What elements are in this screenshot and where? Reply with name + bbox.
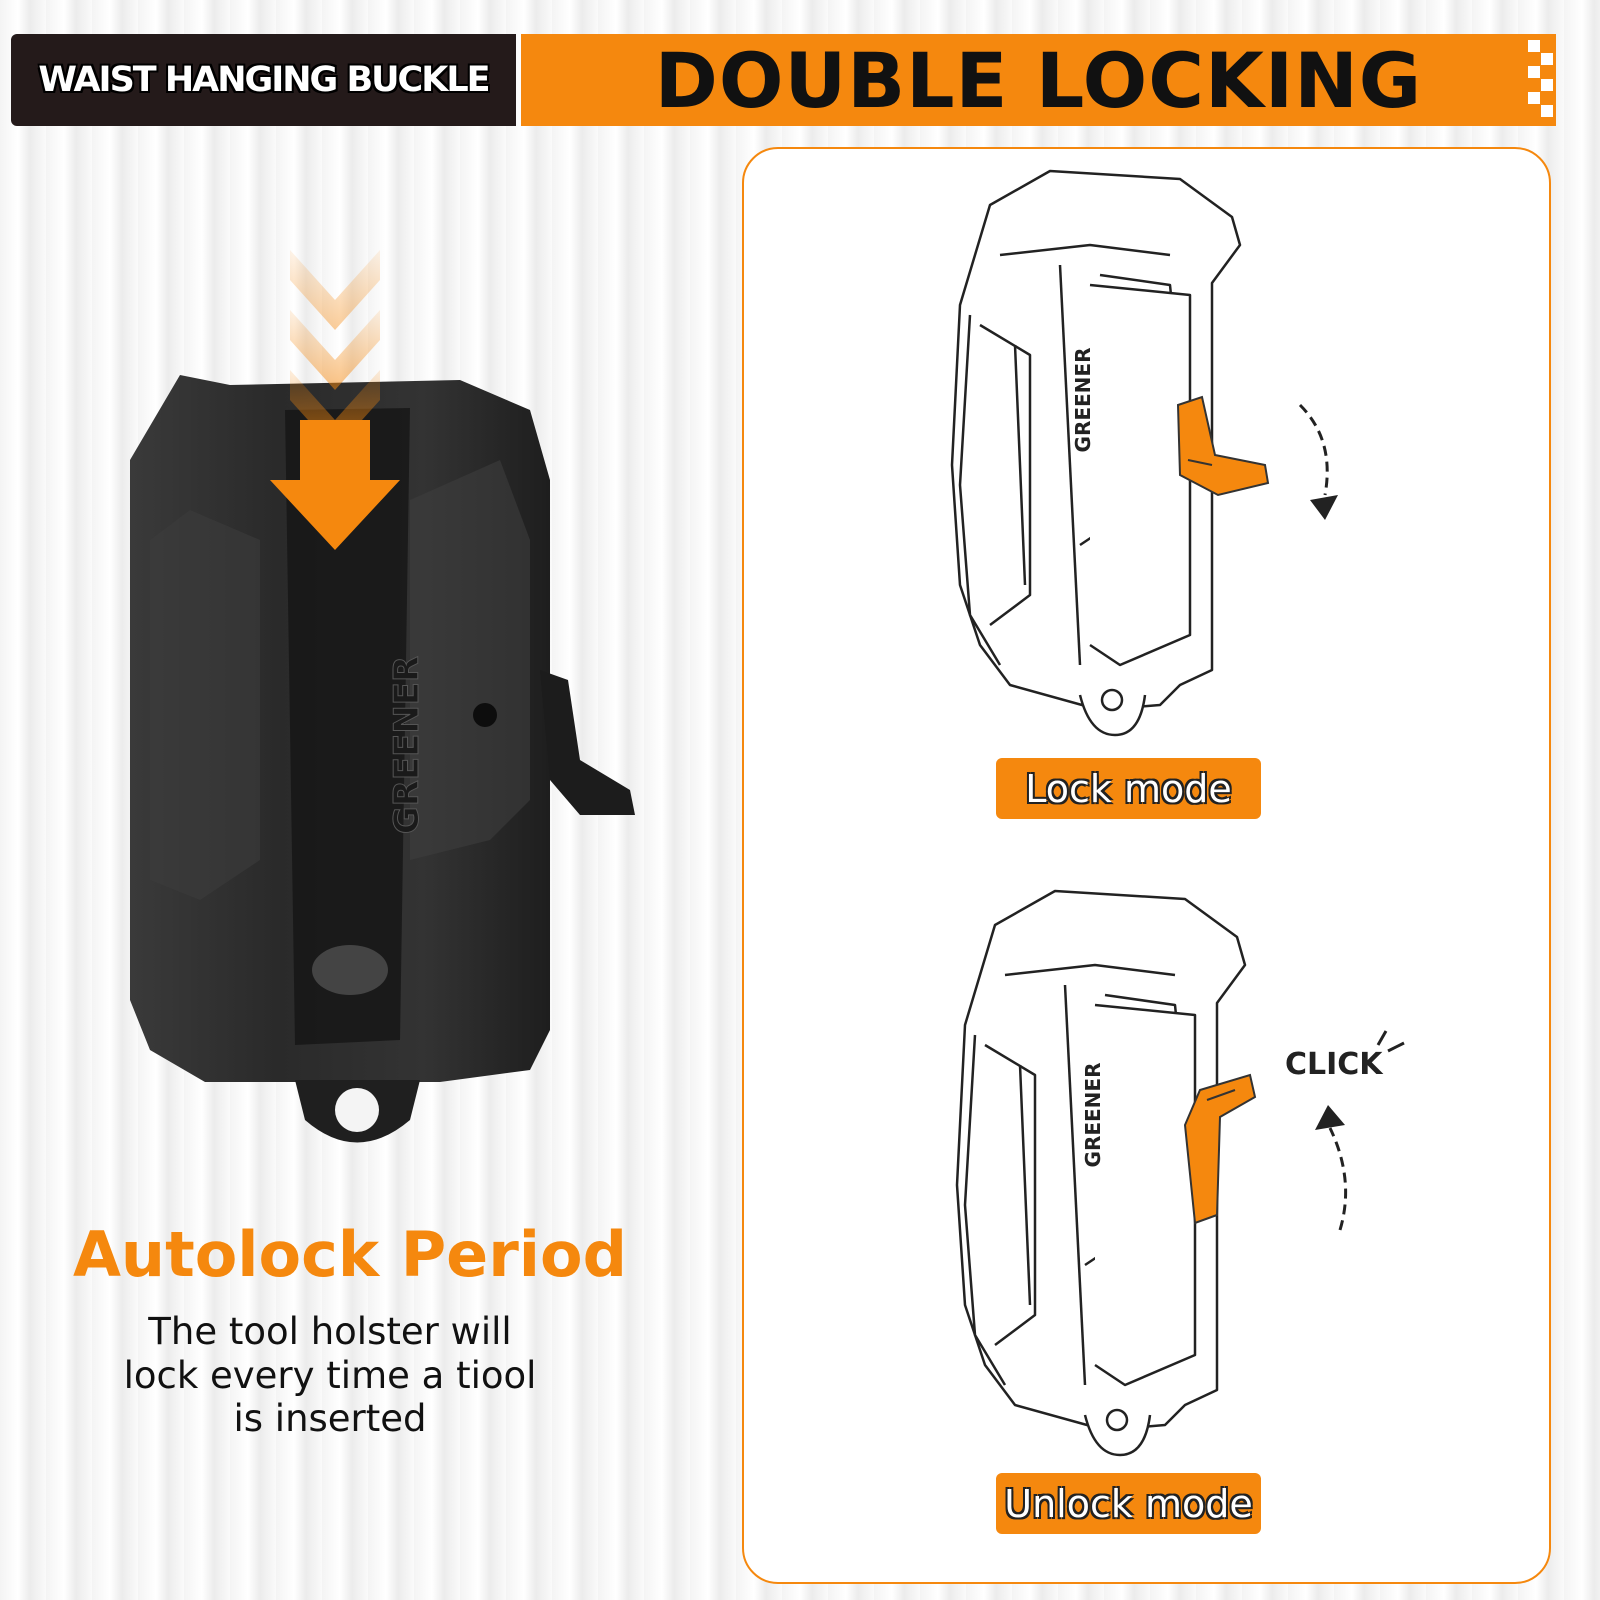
click-text: CLICK: [1285, 1047, 1383, 1082]
brand-mark-left: GREENER: [387, 656, 427, 834]
unlock-lever: [1183, 1073, 1257, 1225]
autolock-desc-line: is inserted: [233, 1397, 427, 1441]
brand-mark-unlock: GREENER: [1081, 1063, 1105, 1168]
lock-mode-label: Lock mode: [996, 758, 1261, 819]
down-arrow-icon: [270, 420, 400, 550]
autolock-title: Autolock Period: [72, 1218, 628, 1291]
rotate-down-arrow-icon: [1298, 403, 1338, 520]
banner-left-label: WAIST HANGING BUCKLE: [38, 60, 490, 100]
click-spark-icon: [1376, 1030, 1405, 1053]
lock-lever: [1176, 395, 1270, 497]
page-title: DOUBLE LOCKING: [654, 35, 1423, 125]
autolock-desc-line: lock every time a tiool: [123, 1353, 537, 1397]
banner-left: WAIST HANGING BUCKLE: [11, 34, 516, 126]
unlock-mode-label: Unlock mode: [996, 1473, 1261, 1534]
autolock-desc-line: The tool holster will: [148, 1310, 512, 1353]
unlock-mode-drawing: GREENER: [955, 889, 1257, 1457]
banner-right: DOUBLE LOCKING: [521, 34, 1556, 126]
latch-lever-left: [540, 670, 635, 815]
banner-decoration: [1528, 40, 1554, 120]
holster-product-image: GREENER: [130, 250, 635, 1143]
autolock-description: The tool holster will lock every time a …: [80, 1310, 580, 1441]
lock-mode-drawing: GREENER: [950, 169, 1270, 737]
brand-mark-lock: GREENER: [1071, 348, 1095, 453]
rotate-up-arrow-icon: [1315, 1105, 1348, 1231]
